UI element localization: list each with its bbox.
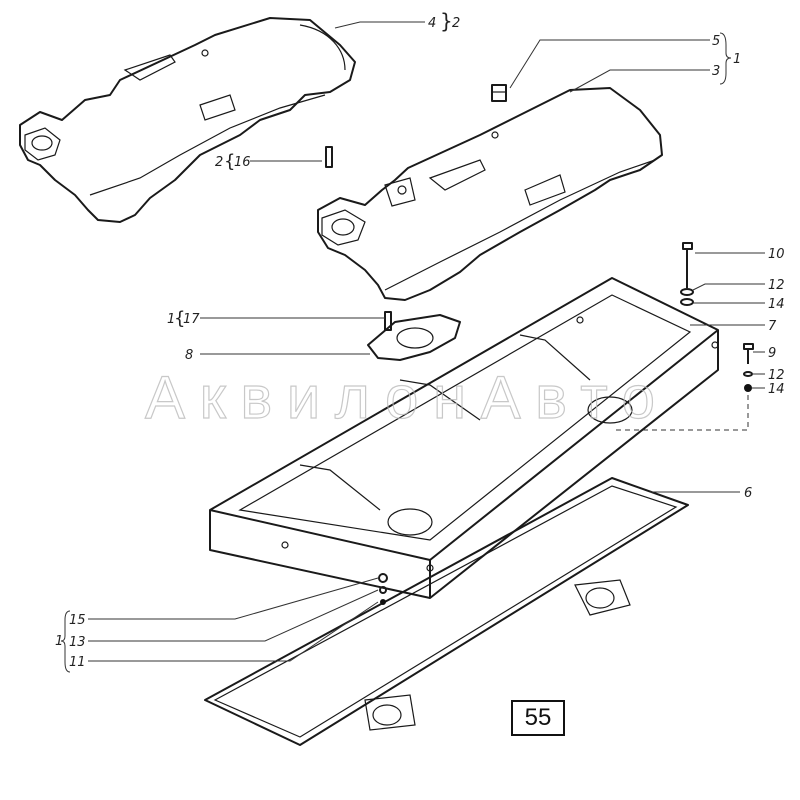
washer-part-12-upper bbox=[680, 288, 694, 296]
callout-16: 16 bbox=[234, 155, 251, 170]
washer-part-12-lower bbox=[743, 371, 753, 377]
callout-3: 3 bbox=[712, 64, 720, 79]
manifold-part-4 bbox=[19, 17, 356, 223]
manifold-part-3 bbox=[317, 87, 663, 301]
callout-6: 6 bbox=[744, 486, 752, 501]
cover-frame-part-7 bbox=[209, 277, 719, 599]
gasket-part-8 bbox=[367, 314, 461, 361]
callout-10: 10 bbox=[768, 247, 785, 262]
callout-labels: 4 } 2 5 3 1 2 { 16 10 12 14 7 9 12 14 1 … bbox=[55, 9, 785, 673]
callout-7: 7 bbox=[768, 319, 777, 334]
callout-5: 5 bbox=[712, 34, 720, 49]
svg-text:{: { bbox=[174, 308, 185, 329]
svg-text:{: { bbox=[224, 151, 235, 172]
callout-12-upper: 12 bbox=[768, 278, 785, 293]
assembly-path-line bbox=[615, 395, 749, 431]
washer-part-14-lower bbox=[744, 384, 752, 392]
plug-part-5 bbox=[491, 84, 507, 102]
callout-group-2-lower: 2 bbox=[215, 155, 223, 170]
callout-group-1-upper: 1 bbox=[733, 52, 741, 67]
washers-parts-11-13-15 bbox=[378, 573, 388, 605]
callout-12-lower: 12 bbox=[768, 368, 785, 383]
callout-4: 4 bbox=[428, 16, 436, 31]
stud-part-17 bbox=[384, 311, 392, 331]
callout-group-2-upper: 2 bbox=[452, 16, 460, 31]
callout-14-lower: 14 bbox=[768, 382, 785, 397]
washer-part-14-upper bbox=[680, 298, 694, 306]
stud-part-16 bbox=[325, 146, 333, 168]
callout-13: 13 bbox=[69, 635, 86, 650]
callout-group-1-mid: 1 bbox=[167, 312, 175, 327]
callout-17: 17 bbox=[183, 312, 200, 327]
callout-15: 15 bbox=[69, 613, 86, 628]
svg-text:}: } bbox=[440, 9, 453, 33]
callout-11: 11 bbox=[69, 655, 86, 670]
leader-lines bbox=[88, 21, 765, 662]
callout-group-1-lower: 1 bbox=[55, 634, 63, 649]
page-number-box: 55 bbox=[511, 700, 565, 736]
callout-8: 8 bbox=[185, 348, 193, 363]
callout-14-upper: 14 bbox=[768, 297, 785, 312]
bolt-part-10 bbox=[682, 242, 693, 288]
gasket-part-6 bbox=[204, 477, 689, 746]
callout-9: 9 bbox=[768, 346, 776, 361]
bolt-part-9 bbox=[743, 343, 754, 364]
